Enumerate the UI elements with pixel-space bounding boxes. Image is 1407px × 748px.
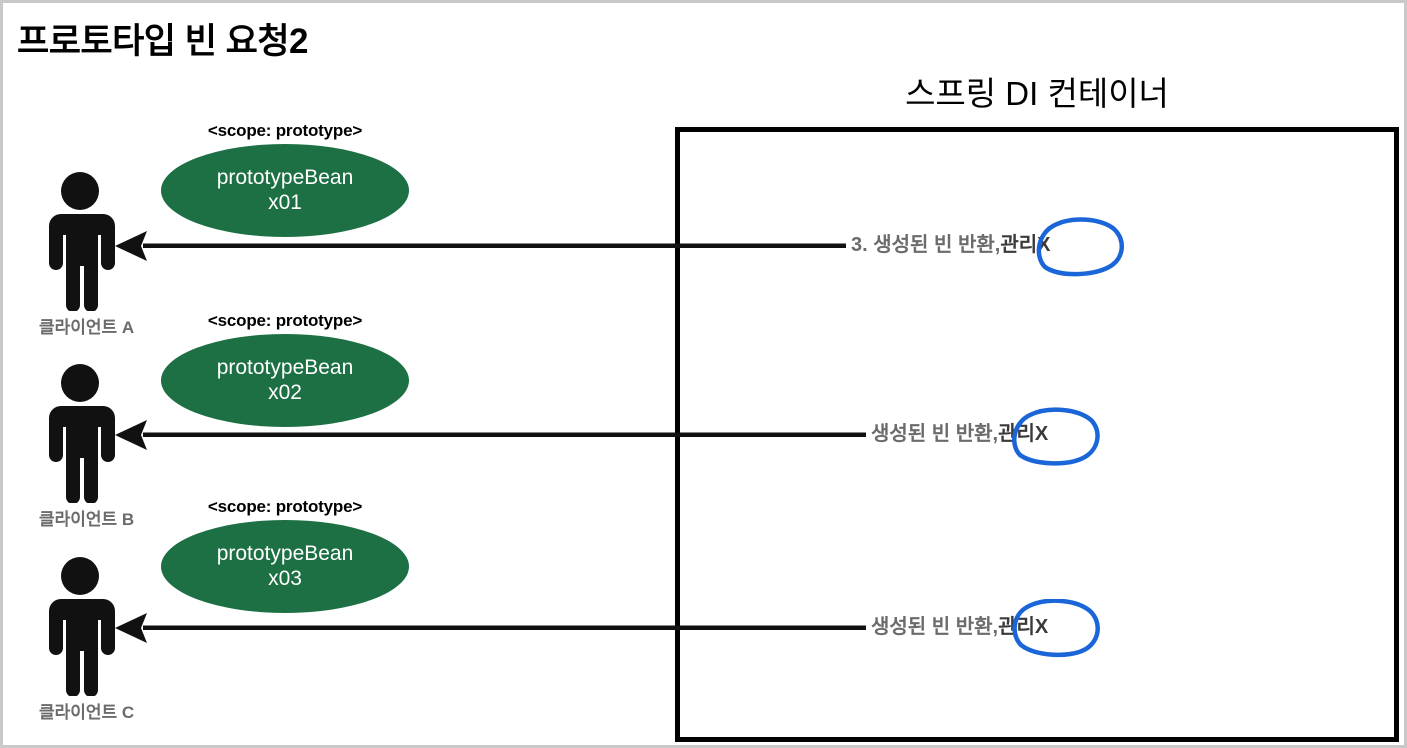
bean-name: prototypeBean — [216, 165, 354, 189]
return-arrow-label-1: 3. 생성된 빈 반환,관리X — [851, 228, 1050, 257]
return-arrow-label-3-prefix: 생성된 빈 반환, — [871, 616, 999, 638]
return-arrow-1 — [113, 226, 848, 266]
person-icon — [37, 556, 157, 696]
prototype-bean-ellipse-2: prototypeBean x02 — [161, 334, 409, 427]
bean-group-3: <scope: prototype> prototypeBean x03 — [155, 497, 415, 613]
bean-scope-label: <scope: prototype> — [207, 497, 363, 516]
page-title: 프로토타입 빈 요청2 — [17, 22, 309, 61]
bean-name: prototypeBean — [216, 355, 354, 379]
return-arrow-label-2-prefix: 생성된 빈 반환, — [871, 423, 999, 445]
return-arrow-label-3: 생성된 빈 반환,관리X — [871, 610, 1048, 639]
prototype-bean-ellipse-1: prototypeBean x01 — [161, 144, 409, 237]
person-icon — [37, 363, 157, 503]
bean-group-2: <scope: prototype> prototypeBean x02 — [155, 311, 415, 427]
bean-group-1: <scope: prototype> prototypeBean x01 — [155, 121, 415, 237]
return-arrow-label-2-annotated: 관리X — [998, 423, 1049, 445]
bean-scope-label: <scope: prototype> — [207, 121, 363, 140]
client-b: 클라이언트 B — [37, 363, 157, 530]
bean-scope-label: <scope: prototype> — [207, 311, 363, 330]
return-arrow-2 — [113, 415, 868, 455]
client-a-label: 클라이언트 A — [39, 318, 135, 337]
return-arrow-label-3-annotated: 관리X — [998, 616, 1049, 638]
client-c-label: 클라이언트 C — [39, 703, 135, 722]
client-c: 클라이언트 C — [37, 556, 157, 723]
return-arrow-label-1-prefix: 3. 생성된 빈 반환, — [851, 234, 1001, 256]
return-arrow-label-2: 생성된 빈 반환,관리X — [871, 417, 1048, 446]
return-arrow-label-1-annotated: 관리X — [1000, 234, 1051, 256]
bean-instance: x03 — [268, 566, 302, 590]
bean-name: prototypeBean — [216, 541, 354, 565]
prototype-bean-ellipse-3: prototypeBean x03 — [161, 520, 409, 613]
di-container-title: 스프링 DI 컨테이너 — [905, 75, 1169, 112]
bean-instance: x01 — [268, 190, 302, 214]
return-arrow-3 — [113, 608, 868, 648]
client-a: 클라이언트 A — [37, 171, 157, 338]
client-b-label: 클라이언트 B — [39, 510, 135, 529]
person-icon — [37, 171, 157, 311]
bean-instance: x02 — [268, 380, 302, 404]
